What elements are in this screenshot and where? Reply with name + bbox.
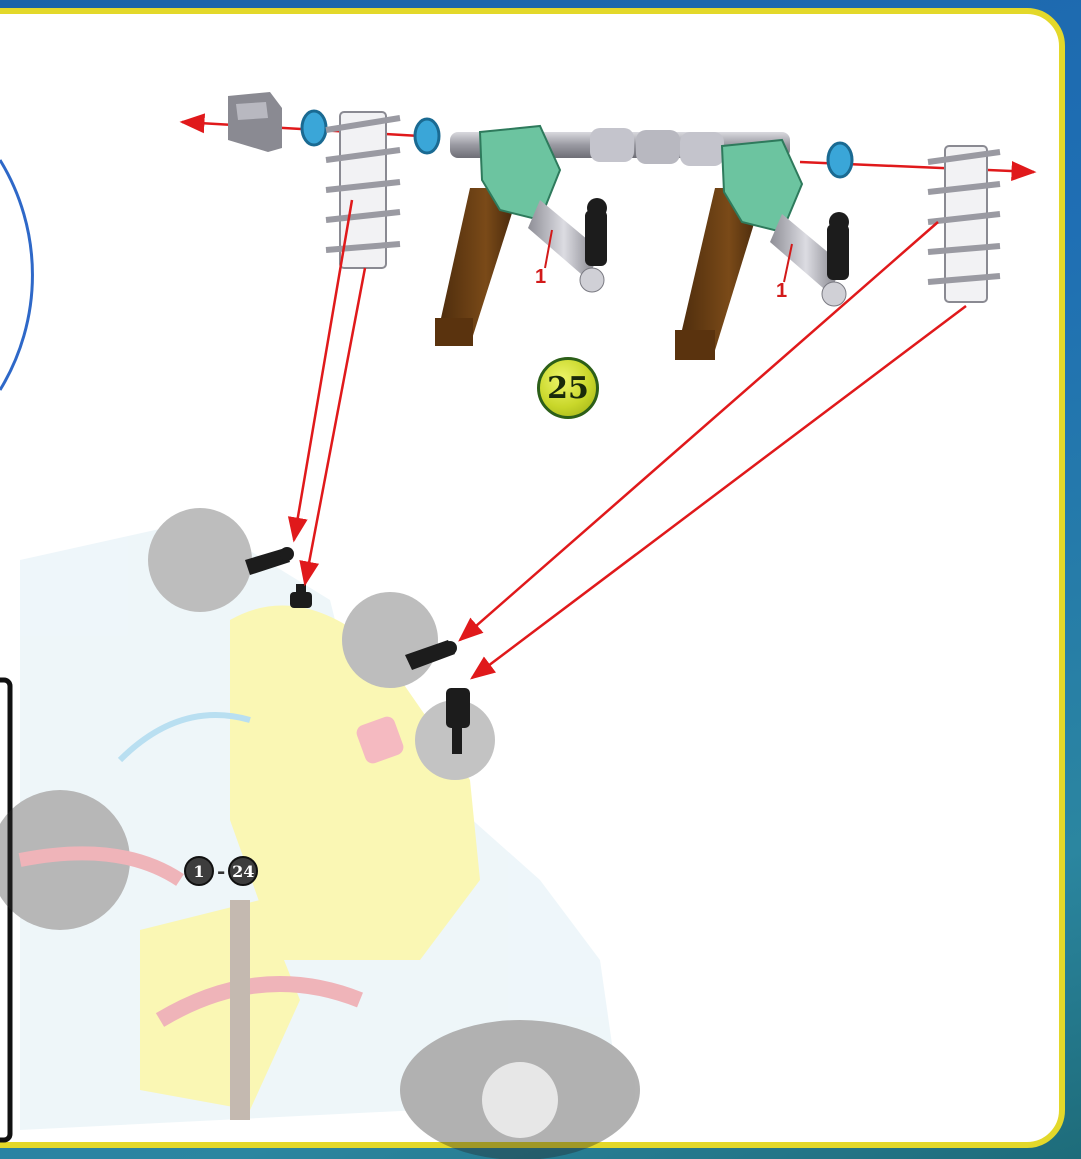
range-start-badge: 1: [184, 856, 214, 886]
previous-steps-range: 1 - 24: [184, 855, 258, 887]
info-circle-edge: [0, 160, 32, 390]
range-separator: -: [217, 859, 225, 883]
end-cap-icon: [228, 92, 282, 152]
spacer-tube: [590, 128, 634, 162]
spacer-tube: [636, 130, 680, 164]
pillar-assembly-right: [675, 140, 849, 360]
spacer-ring-icon: [828, 143, 852, 177]
spacer-ring-icon: [302, 111, 326, 145]
part-callout-label: 1: [776, 280, 787, 303]
previous-model: [0, 508, 640, 1159]
side-box-edge: [0, 680, 10, 1140]
step-badge-icon: 25: [537, 357, 599, 419]
range-end-badge: 24: [228, 856, 258, 886]
part-callout-label: 1: [535, 266, 546, 289]
spacer-tube: [680, 132, 724, 166]
pillar-assembly-left: [435, 126, 607, 346]
step-number: 25: [547, 371, 589, 406]
spacer-ring-icon: [415, 119, 439, 153]
assembly-arrow-icon: [472, 306, 966, 678]
